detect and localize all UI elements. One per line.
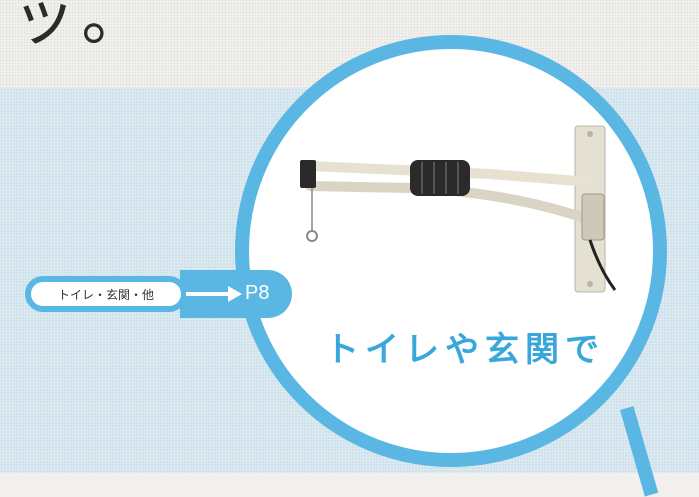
callout-box[interactable]: トイレ・玄関・他 [25, 276, 187, 312]
callout-label: トイレ・玄関・他 [57, 287, 154, 302]
top-background [0, 0, 699, 88]
arrow-head-icon [228, 286, 242, 302]
page-reference[interactable]: P8 [245, 282, 270, 304]
folding-arm-bracket-image [300, 125, 617, 293]
arrow-right-icon [186, 292, 232, 296]
caption-text: トイレや玄関で [325, 330, 605, 370]
heading-fragment: ッ。 [12, 0, 152, 55]
